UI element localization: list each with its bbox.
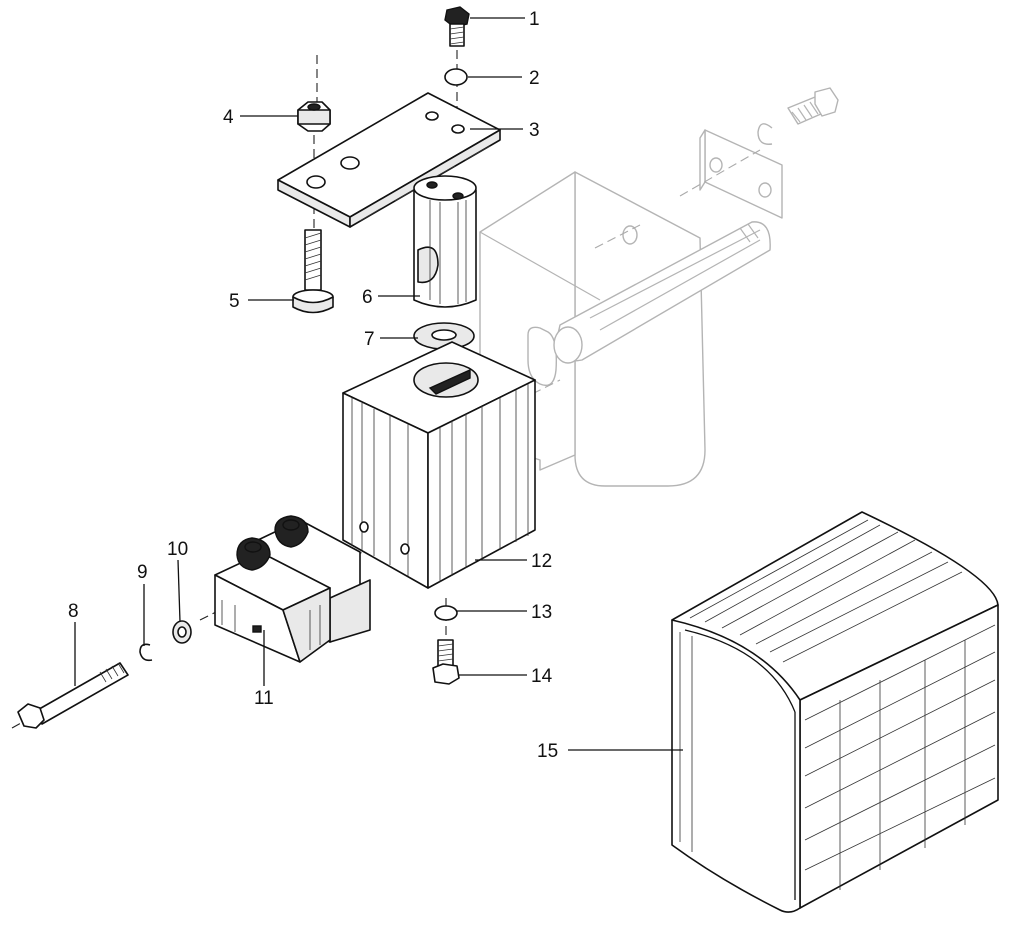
terminal-block — [214, 515, 371, 663]
lock-washer-top — [444, 68, 468, 86]
callout-15: 15 — [537, 741, 558, 762]
cover — [671, 511, 999, 913]
stud-bolt — [292, 229, 334, 314]
callout-1: 1 — [529, 9, 540, 30]
leader-10 — [177, 559, 181, 623]
callout-4: 4 — [223, 107, 234, 128]
callout-2: 2 — [529, 68, 540, 89]
flat-washer-bolt — [172, 620, 192, 644]
leader-lines — [74, 17, 683, 751]
callout-5: 5 — [229, 291, 240, 312]
callout-8: 8 — [68, 601, 79, 622]
cap-screw-top — [444, 6, 470, 47]
callout-14: 14 — [531, 666, 553, 687]
callout-6: 6 — [362, 287, 373, 308]
cap-screw-bottom — [432, 639, 460, 685]
callout-13: 13 — [531, 602, 552, 623]
callout-10: 10 — [167, 539, 188, 560]
lock-washer-bolt — [139, 643, 153, 662]
hex-nut — [297, 101, 331, 132]
callout-numbers: 1 2 3 4 5 6 7 8 9 10 11 12 13 14 15 — [68, 9, 558, 762]
housing-block — [342, 341, 536, 589]
long-bolt — [17, 662, 129, 729]
lock-washer-bottom — [434, 605, 458, 621]
callout-11: 11 — [254, 688, 274, 709]
callout-12: 12 — [531, 551, 552, 572]
callout-7: 7 — [364, 329, 375, 350]
callout-9: 9 — [137, 562, 148, 583]
callout-3: 3 — [529, 120, 540, 141]
flat-washer — [413, 322, 475, 350]
pivot-cylinder — [413, 175, 477, 308]
